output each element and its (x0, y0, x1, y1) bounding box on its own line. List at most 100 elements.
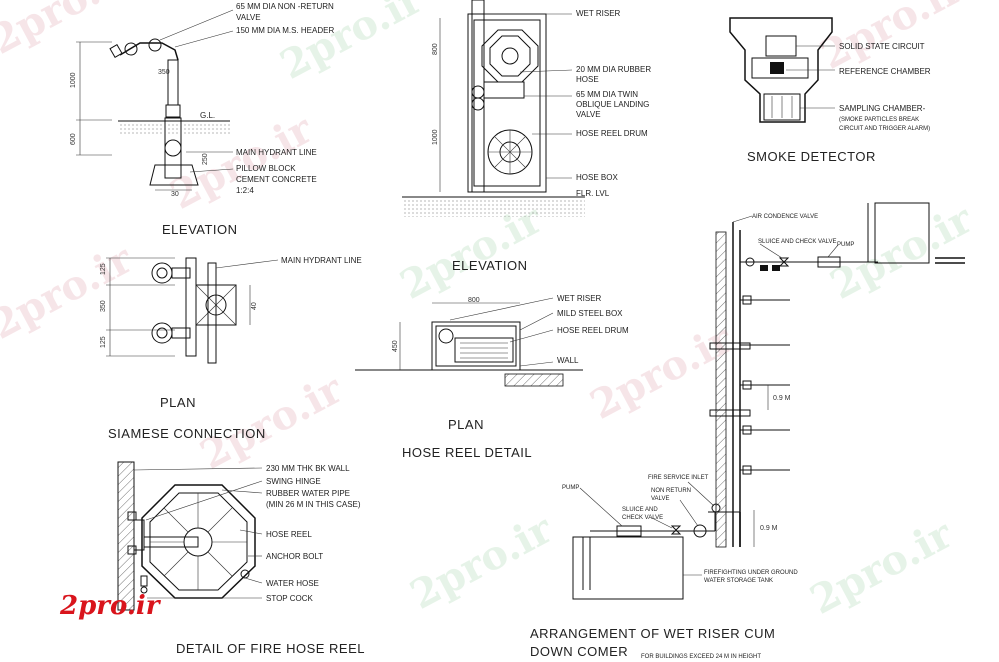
watermark-text: 2pro.ir (803, 510, 961, 624)
callout-label: NON RETURN (651, 488, 691, 494)
fire-hose-reel-detail: 230 MM THK BK WALL SWING HINGE RUBBER WA… (117, 461, 365, 656)
callout-label: HOSE (576, 75, 599, 84)
siamese-elevation: 1000 600 350 250 30 G.L. 65 MM DIA NON -… (70, 2, 334, 237)
callout-label: 65 MM DIA NON -RETURN (236, 2, 334, 11)
callout-label: VALVE (651, 496, 669, 502)
dim-label: 450 (392, 340, 399, 352)
watermarks: 2pro.ir 2pro.ir 2pro.ir 2pro.ir 2pro.ir … (0, 0, 981, 624)
hose-reel-drum (454, 337, 514, 363)
brick-wall (117, 461, 135, 611)
callout-label: STOP COCK (266, 594, 313, 603)
view-title: ELEVATION (162, 222, 238, 237)
callout-label: CHECK VALVE (622, 515, 663, 521)
hose-box (467, 13, 547, 193)
group-title: HOSE REEL DETAIL (402, 445, 532, 460)
view-title: DETAIL OF FIRE HOSE REEL (176, 641, 365, 656)
callout-label: PUMP (562, 485, 579, 491)
callout-label: FIRE SERVICE INLET (648, 475, 709, 481)
view-title: ARRANGEMENT OF WET RISER CUM (530, 626, 775, 641)
reference-chamber (770, 62, 784, 74)
callout-label: FLR. LVL (576, 189, 610, 198)
callout-label: WALL (557, 356, 579, 365)
ground-level-label: G.L. (200, 111, 215, 120)
view-title: SMOKE DETECTOR (747, 149, 876, 164)
watermark-text: 2pro.ir (193, 365, 351, 479)
watermark-text: 2pro.ir (0, 235, 141, 349)
dim-label: 0.9 M (773, 395, 791, 402)
pillow-block (149, 164, 199, 186)
watermark-text: 2pro.ir (403, 505, 561, 619)
callout-label: PILLOW BLOCK (236, 164, 296, 173)
view-title: ELEVATION (452, 258, 528, 273)
callout-label: HOSE BOX (576, 173, 618, 182)
sampling-chamber (763, 93, 801, 121)
hose-reel-plan: 800 450 WET RISER MILD STEEL BOX HOSE RE… (355, 294, 629, 460)
pump (616, 525, 642, 537)
callout-label: (MIN 26 M IN THIS CASE) (266, 500, 361, 509)
callout-label: HOSE REEL DRUM (557, 326, 629, 335)
callout-label: WATER HOSE (266, 579, 319, 588)
callout-label: VALVE (236, 13, 261, 22)
callout-label: 230 MM THK BK WALL (266, 464, 350, 473)
wet-riser-arrangement: 0.9 M AIR CONDENCE VALVE SLUICE AND CHEC… (530, 202, 965, 660)
view-title: DOWN COMER (530, 644, 628, 659)
smoke-detector: SOLID STATE CIRCUIT REFERENCE CHAMBER SA… (729, 17, 931, 164)
dim-label: 800 (468, 297, 480, 304)
callout-label: MAIN HYDRANT LINE (236, 148, 317, 157)
callout-label: PUMP (837, 242, 854, 248)
callout-label: 150 MM DIA M.S. HEADER (236, 26, 334, 35)
dim-label: 1000 (432, 129, 439, 145)
building-wall (715, 231, 727, 548)
callout-label: SLUICE AND CHECK VALVE (758, 239, 836, 245)
callout-label: ANCHOR BOLT (266, 552, 323, 561)
dim-label: 800 (432, 43, 439, 55)
callout-label: AIR CONDENCE VALVE (752, 214, 818, 220)
callout-label: HOSE REEL (266, 530, 312, 539)
callout-label: SAMPLING CHAMBER- (839, 104, 926, 113)
callout-label: MILD STEEL BOX (557, 309, 623, 318)
watermark-text: 2pro.ir (273, 0, 431, 89)
hose-reel-elevation: 800 1000 WET RISER 20 MM DIA RUBBER HOSE… (402, 0, 651, 273)
title-note: FOR BUILDINGS EXCEED 24 M IN HEIGHT (641, 654, 761, 660)
dim-label: 125 (100, 263, 107, 275)
callout-label: CEMENT CONCRETE (236, 175, 317, 184)
callout-label: WATER STORAGE TANK (704, 578, 773, 584)
view-title: PLAN (160, 395, 196, 410)
callout-label: OBLIQUE LANDING (576, 100, 649, 109)
dim-label: 0.9 M (760, 525, 778, 532)
callout-label: WET RISER (557, 294, 602, 303)
callout-label: 1:2:4 (236, 186, 254, 195)
ground-hatch (118, 121, 230, 135)
wall-section (504, 373, 564, 387)
dim-label: 30 (171, 191, 179, 198)
dim-label: 350 (100, 300, 107, 312)
dim-label: 40 (251, 302, 258, 310)
callout-label: SLUICE AND (622, 507, 658, 513)
callout-label: WET RISER (576, 9, 621, 18)
note-label: CIRCUIT AND TRIGGER ALARM) (839, 126, 930, 132)
dim-label: 350 (158, 69, 170, 76)
group-title: SIAMESE CONNECTION (108, 426, 266, 441)
watermark-text: 2pro.ir (823, 195, 981, 309)
dim-label: 1000 (70, 72, 77, 88)
callout-label: 65 MM DIA TWIN (576, 90, 638, 99)
callout-label: MAIN HYDRANT LINE (281, 256, 362, 265)
detector-body (729, 17, 833, 123)
callout-label: HOSE REEL DRUM (576, 129, 648, 138)
dim-label: 600 (70, 133, 77, 145)
note-label: (SMOKE PARTICLES BREAK (839, 117, 919, 123)
pump (817, 256, 841, 268)
callout-label: SWING HINGE (266, 477, 321, 486)
callout-label: VALVE (576, 110, 601, 119)
siamese-plan: 125 350 125 40 MAIN HYDRANT LINE PLAN SI… (100, 256, 362, 441)
view-title: PLAN (448, 417, 484, 432)
callout-label: 20 MM DIA RUBBER (576, 65, 651, 74)
dim-label: 250 (202, 153, 209, 165)
callout-label: REFERENCE CHAMBER (839, 67, 931, 76)
solid-state-circuit (765, 35, 797, 57)
overhead-tank (874, 202, 930, 264)
brand-logo: 2pro.ir (59, 591, 162, 621)
callout-label: SOLID STATE CIRCUIT (839, 42, 925, 51)
callout-label: RUBBER WATER PIPE (266, 489, 350, 498)
